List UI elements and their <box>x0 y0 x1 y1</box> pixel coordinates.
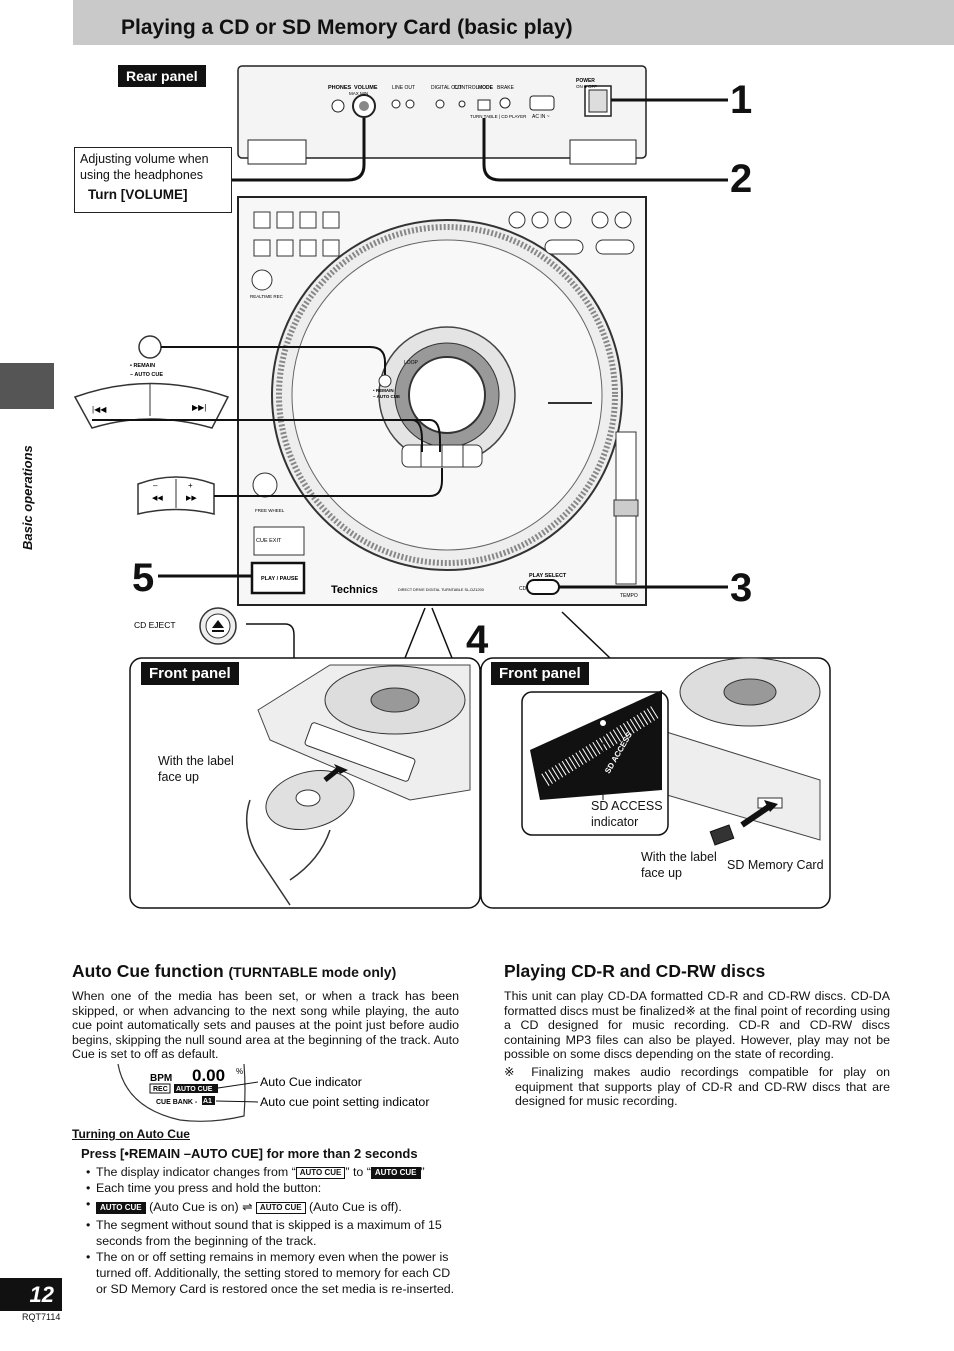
bullet-segment: The segment without sound that is skippe… <box>86 1217 459 1249</box>
remain-button-detail <box>138 335 386 375</box>
top-panel-drawing <box>237 196 647 606</box>
display-cue-bank-value: A1 <box>203 1098 212 1105</box>
header-bar <box>73 0 954 45</box>
sd-card-caption: SD Memory Card <box>727 858 824 872</box>
cd-label-caption: With the label face up <box>158 754 234 784</box>
device-illustration: PHONES VOLUME MAX MIN LINE OUT DIGITAL O… <box>73 65 831 909</box>
cdr-paragraph: This unit can play CD-DA formatted CD-R … <box>504 989 890 1062</box>
remain-label: • REMAIN <box>130 363 155 369</box>
volume-callout-text: Adjusting volume when using the headphon… <box>80 152 209 182</box>
rear-volume-range-text: MAX MIN <box>349 91 368 96</box>
rear-panel-label: Rear panel <box>118 65 206 87</box>
step-5: 5 <box>132 556 155 600</box>
auto-cue-paragraph: When one of the media has been set, or w… <box>72 989 459 1062</box>
sd-access-caption: SD ACCESS indicator <box>591 799 663 829</box>
page-title: Playing a CD or SD Memory Card (basic pl… <box>121 16 573 39</box>
auto-cue-title-main: Auto Cue function <box>72 961 224 981</box>
sd-label-caption: With the label face up <box>641 850 717 880</box>
auto-cue-title: Auto Cue function (TURNTABLE mode only) <box>72 961 396 982</box>
display-bpm-label: BPM <box>150 1073 172 1084</box>
auto-cue-instruction: Press [•REMAIN –AUTO CUE] for more than … <box>81 1146 418 1161</box>
rear-panel-drawing <box>237 65 647 165</box>
rear-digital-out-text: DIGITAL OUT <box>431 85 462 91</box>
bullet-memory: The on or off setting remains in memory … <box>86 1249 459 1297</box>
cd-text: CD <box>519 586 527 592</box>
brand-logo-text: Technics <box>331 584 378 596</box>
svg-text:▶▶|: ▶▶| <box>192 403 206 412</box>
front-panel-cd-label: Front panel <box>141 662 239 685</box>
model-code: RQT7114 <box>22 1312 61 1322</box>
rear-brake-text: BRAKE <box>497 85 515 91</box>
toggle-off-text: (Auto Cue is off). <box>309 1200 402 1214</box>
volume-callout-action: Turn [VOLUME] <box>88 187 188 202</box>
toggle-row: AUTO CUE (Auto Cue is on) ⇌ AUTO CUE (Au… <box>86 1196 459 1217</box>
toggle-on-text: (Auto Cue is on) <box>149 1200 239 1214</box>
front-panel-sd-label: Front panel <box>491 662 589 685</box>
step-2: 2 <box>730 157 753 201</box>
turning-on-title: Turning on Auto Cue <box>72 1127 190 1141</box>
bullet1-post: ” <box>420 1165 425 1179</box>
model-text: DIRECT DRIVE DIGITAL TURNTABLE SL-DZ1200 <box>398 588 484 592</box>
cd-slot-illustration <box>245 664 471 906</box>
volume-callout: Adjusting volume when using the headphon… <box>74 147 232 213</box>
rear-power-text: POWER <box>576 78 595 84</box>
step-3: 3 <box>730 566 753 610</box>
play-pause-text: PLAY / PAUSE <box>261 576 299 582</box>
search-buttons-detail: – + ◀◀ ▶▶ <box>137 468 443 515</box>
toggle-badge-on: AUTO CUE <box>96 1201 146 1214</box>
loop-text: LOOP <box>404 360 419 366</box>
svg-text:◀◀: ◀◀ <box>152 495 163 502</box>
display-bpm-unit: % <box>236 1067 243 1076</box>
rear-power-state-text: ON ■ OFF <box>576 84 597 89</box>
cd-eject-label: CD EJECT <box>134 620 176 630</box>
auto-cue-display: BPM 0.00 % REC AUTO CUE CUE BANK - A1 Au… <box>117 1063 429 1122</box>
svg-text:+: + <box>188 481 193 490</box>
svg-text:–: – <box>153 481 158 490</box>
autocue-badge-on: AUTO CUE <box>370 1166 421 1179</box>
rear-control-text: CONTROL <box>454 85 479 91</box>
display-autocue: AUTO CUE <box>176 1086 213 1093</box>
display-callout-1: Auto Cue indicator <box>260 1075 362 1089</box>
bullet1-pre: The display indicator changes from “ <box>96 1165 296 1179</box>
page-number: 12 <box>0 1278 62 1311</box>
autocue-label: – AUTO CUE <box>130 372 163 378</box>
toggle-badge-off: AUTO CUE <box>255 1201 306 1214</box>
svg-text:▶▶: ▶▶ <box>186 495 197 502</box>
rear-ac-in-text: AC IN ~ <box>532 114 550 120</box>
skip-buttons-detail: |◀◀ ▶▶| <box>73 382 441 452</box>
bullet1-mid: ” to “ <box>345 1165 371 1179</box>
auto-cue-bullets: The display indicator changes from “AUTO… <box>86 1164 459 1297</box>
rear-mode-options-text: TURN TABLE | CD PLAYER <box>470 114 527 119</box>
step-4: 4 <box>466 618 489 662</box>
free-wheel-text: FREE WHEEL <box>255 508 285 513</box>
autocue-badge-off: AUTO CUE <box>295 1166 346 1179</box>
rear-line-out-text: LINE OUT <box>392 85 415 91</box>
toggle-arrows-icon: ⇌ <box>242 1200 253 1214</box>
display-callout-2: Auto cue point setting indicator <box>260 1095 429 1109</box>
top-autocue-text: – AUTO CUE <box>373 394 400 399</box>
rear-phones-text: PHONES <box>328 85 352 91</box>
rear-mode-text: MODE <box>478 85 494 91</box>
tempo-text: TEMPO <box>620 593 638 599</box>
rear-volume-text: VOLUME <box>354 85 378 91</box>
section-tab <box>0 363 54 409</box>
auto-cue-title-sub: (TURNTABLE mode only) <box>228 964 397 980</box>
display-cue-bank: CUE BANK - <box>156 1099 198 1106</box>
bullet-press-hold: Each time you press and hold the button: <box>86 1180 459 1196</box>
bullet-indicator-change: The display indicator changes from “AUTO… <box>86 1164 459 1180</box>
step-1: 1 <box>730 78 753 122</box>
sd-slot-illustration <box>521 657 821 846</box>
svg-text:|◀◀: |◀◀ <box>92 405 107 414</box>
display-rec: REC <box>153 1086 168 1093</box>
realtime-rec-text: REALTIME REC <box>250 294 284 299</box>
cd-eject-button <box>199 607 295 725</box>
play-select-text: PLAY SELECT <box>529 573 567 579</box>
top-remain-text: • REMAIN <box>373 388 394 393</box>
cdr-title: Playing CD-R and CD-RW discs <box>504 961 766 981</box>
display-bpm-value: 0.00 <box>192 1066 225 1085</box>
cue-exit-text: CUE EXIT <box>256 538 282 544</box>
cdr-note: ※ Finalizing makes audio recordings comp… <box>504 1065 890 1109</box>
